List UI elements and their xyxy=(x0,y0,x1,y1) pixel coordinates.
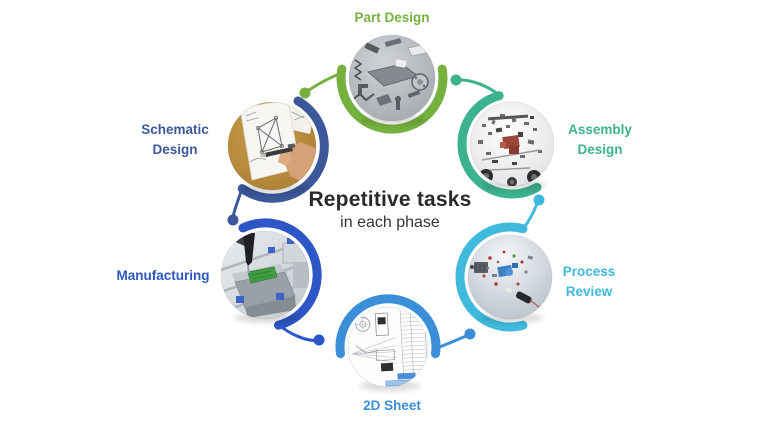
circle-rim xyxy=(469,101,555,187)
circle-rim xyxy=(220,230,310,320)
label-text: Design xyxy=(577,142,623,157)
caption-title: Repetitive tasks xyxy=(308,188,472,211)
label-part-design: Part Design xyxy=(312,8,472,28)
connector-tail-assembly-design xyxy=(460,78,501,97)
label-schematic-design: Schematic Design xyxy=(128,120,222,160)
schematic-design-image xyxy=(228,102,316,190)
connector-tail-schematic-design xyxy=(232,187,244,217)
sheet-2d-arc-group xyxy=(335,294,476,359)
connector-dot-icon xyxy=(299,87,311,99)
label-manufacturing: Manufacturing xyxy=(96,266,230,286)
assembly-design-image xyxy=(470,102,554,186)
process-review-arc-group xyxy=(455,194,545,332)
connector-dot-icon xyxy=(533,194,545,206)
label-text: 2D Sheet xyxy=(363,398,421,413)
phase-arc-schematic-design xyxy=(237,96,329,203)
circle-rim xyxy=(347,306,429,388)
connector-tail-part-design xyxy=(307,70,346,92)
schematic-design-arc-group xyxy=(227,96,329,226)
connector-tail-process-review xyxy=(522,201,539,230)
phase-arc-manufacturing xyxy=(238,218,322,330)
connector-tail-manufacturing xyxy=(277,323,316,342)
label-assembly-design: Assembly Design xyxy=(554,120,646,160)
process-review-image xyxy=(468,235,552,319)
label-text: Process xyxy=(562,264,616,279)
part-design-arc-group xyxy=(299,64,448,134)
phase-arc-part-design xyxy=(336,64,448,134)
label-process-review: Process Review xyxy=(544,262,634,302)
label-text: Manufacturing xyxy=(116,268,210,283)
phase-arc-assembly-design xyxy=(457,91,542,199)
connector-tail-2d-sheet xyxy=(435,334,468,350)
label-text: Design xyxy=(152,142,198,157)
label-text: Schematic xyxy=(141,122,209,137)
center-caption: Repetitive tasks in each phase xyxy=(288,188,492,232)
label-2d-sheet: 2D Sheet xyxy=(312,396,472,416)
circle-rim xyxy=(348,34,436,122)
circle-rim xyxy=(467,234,553,320)
connector-dot-icon xyxy=(450,74,462,86)
label-text: Assembly xyxy=(568,122,632,137)
connector-dot-icon xyxy=(227,214,239,226)
label-text: Part Design xyxy=(354,10,430,25)
connector-dot-icon xyxy=(313,334,325,346)
caption-subtitle: in each phase xyxy=(340,214,440,231)
phase-arc-process-review xyxy=(455,222,528,332)
manufacturing-arc-group xyxy=(238,218,325,346)
2d-sheet-image xyxy=(348,307,428,387)
circle-rim xyxy=(227,101,317,191)
label-text: Review xyxy=(565,284,613,299)
phase-arc-2d-sheet xyxy=(335,294,441,359)
assembly-design-arc-group xyxy=(450,74,542,199)
connector-dot-icon xyxy=(464,328,476,340)
manufacturing-image xyxy=(221,231,309,319)
